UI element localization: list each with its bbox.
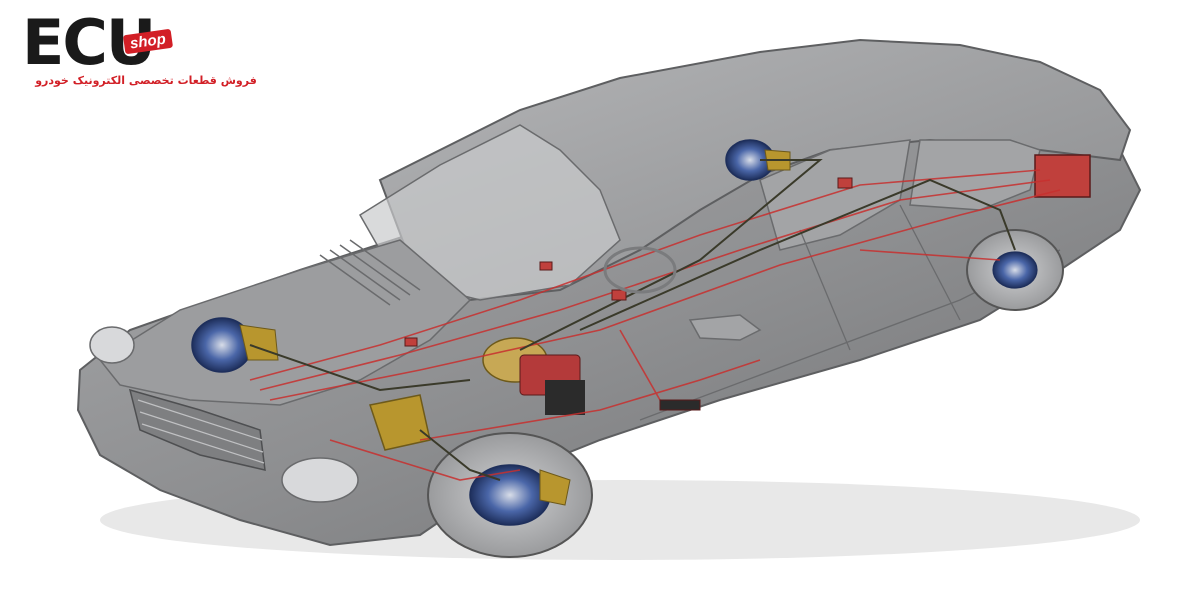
- steering-wheel: [603, 246, 677, 294]
- control-unit-rear: [1034, 154, 1091, 198]
- abs-module: [369, 394, 431, 451]
- front-grille: [128, 388, 266, 471]
- wheel-rear-right: [966, 229, 1064, 311]
- brake-disc-front-left: [191, 317, 279, 373]
- logo-tagline: فروش قطعات تخصصی الکترونیک خودرو: [35, 74, 257, 87]
- hood-vents: [319, 239, 421, 306]
- brake-lines: [249, 159, 1016, 481]
- wheel-front-right: [427, 432, 593, 558]
- brake-booster: [482, 337, 585, 415]
- headlight-left: [89, 326, 135, 364]
- sensor-connectors: [404, 177, 853, 411]
- brand-logo: ECU shop فروش قطعات تخصصی الکترونیک خودر…: [22, 12, 272, 92]
- headlight-right: [281, 457, 359, 503]
- side-mirror: [688, 314, 762, 341]
- car-hood: [98, 239, 472, 406]
- brake-disc-rear-left: [725, 139, 791, 181]
- grille-bars: [137, 399, 265, 464]
